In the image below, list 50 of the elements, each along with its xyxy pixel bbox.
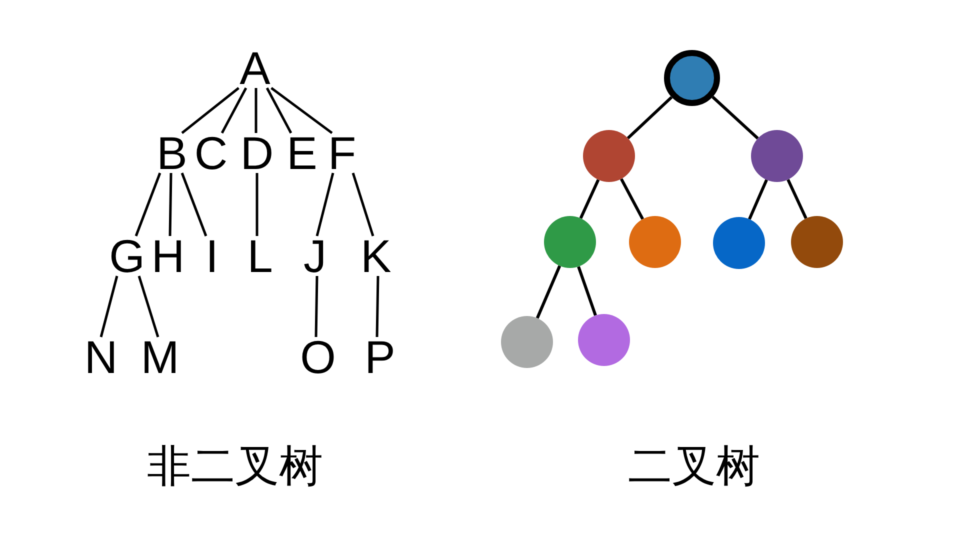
connector-line xyxy=(270,87,333,134)
connector-line xyxy=(536,265,562,319)
connector-line xyxy=(748,179,768,220)
connector-line xyxy=(181,87,240,134)
connector-line xyxy=(712,96,759,140)
node-letter: B xyxy=(154,133,190,173)
caption: 二叉树 xyxy=(628,443,760,491)
node-circle xyxy=(544,216,596,268)
node-circle xyxy=(501,316,553,368)
connector-line xyxy=(352,172,374,236)
node-letter: I xyxy=(204,236,220,276)
connector-line xyxy=(626,96,673,140)
node-letter: P xyxy=(362,337,398,377)
connector-line xyxy=(620,178,644,220)
node-circle xyxy=(578,314,630,366)
connector-line xyxy=(316,172,334,236)
caption: 非二叉树 xyxy=(147,443,323,491)
node-letter: O xyxy=(298,337,338,377)
node-letter: F xyxy=(326,133,358,173)
node-circle xyxy=(583,130,635,182)
connector-line xyxy=(577,266,597,316)
node-letter: N xyxy=(82,337,120,377)
node-letter: A xyxy=(238,48,272,88)
node-letter: C xyxy=(192,133,230,173)
connector-line xyxy=(266,87,292,134)
node-letter: D xyxy=(238,133,276,173)
node-circle xyxy=(791,216,843,268)
connector-line xyxy=(138,276,160,338)
connector-line xyxy=(168,172,172,236)
connector-line xyxy=(579,179,600,219)
connector-line xyxy=(180,172,208,236)
node-circle xyxy=(629,216,681,268)
node-circle xyxy=(751,130,803,182)
connector-line xyxy=(220,87,248,134)
connector-line xyxy=(786,178,808,220)
node-letter: G xyxy=(107,236,147,276)
connector-line xyxy=(256,173,258,236)
node-letter: L xyxy=(245,236,275,276)
node-circle xyxy=(713,217,765,269)
connector-line xyxy=(376,276,380,338)
node-circle xyxy=(664,50,720,106)
node-letter: K xyxy=(358,236,394,276)
connector-line xyxy=(254,88,258,133)
node-letter: M xyxy=(138,337,182,377)
node-letter: E xyxy=(284,133,320,173)
node-letter: J xyxy=(302,236,328,276)
node-letter: H xyxy=(149,236,187,276)
connector-line xyxy=(134,172,162,236)
connector-line xyxy=(100,276,118,338)
connector-line xyxy=(314,276,318,338)
